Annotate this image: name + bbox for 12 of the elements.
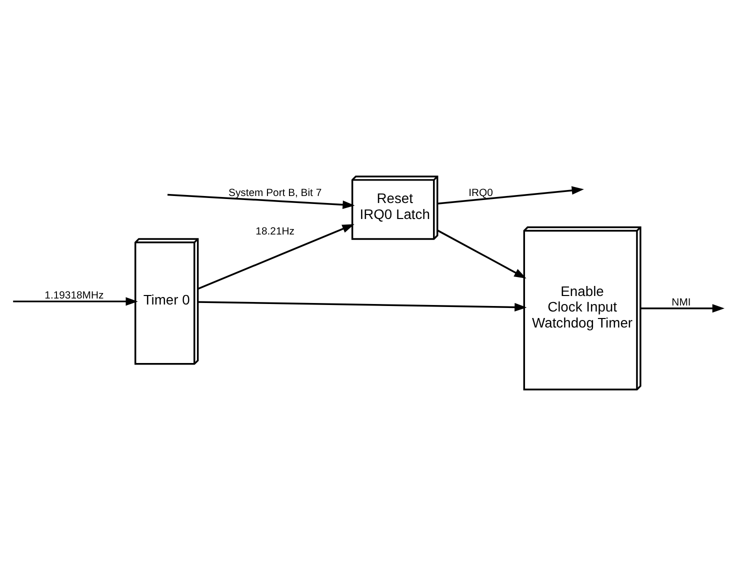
edge-label: 1.19318MHz	[44, 290, 104, 302]
edge-label: 18.21Hz	[256, 226, 294, 238]
edge-label: NMI	[672, 297, 691, 308]
arrow	[436, 230, 526, 279]
arrow	[167, 194, 355, 210]
edge-label: System Port B, Bit 7	[228, 188, 322, 200]
arrow	[198, 224, 354, 290]
arrow	[13, 297, 138, 306]
arrow	[437, 186, 584, 204]
edge-label: IRQ0	[468, 188, 493, 200]
arrow	[198, 301, 527, 312]
arrow	[640, 304, 725, 313]
